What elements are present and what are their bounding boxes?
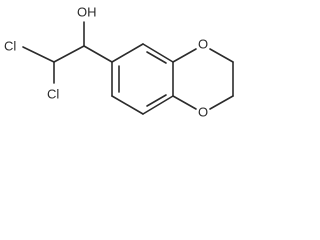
bond-ring-d bbox=[142, 95, 174, 115]
molecule-drawing: OH Cl Cl O O bbox=[4, 4, 234, 119]
bond-ring-o-lower bbox=[172, 95, 197, 110]
bond-c1-c2 bbox=[53, 45, 85, 63]
bond-ring-a bbox=[111, 43, 144, 63]
bond-o-lower-ch2 bbox=[209, 95, 234, 110]
atom-label-ring-oxygen-upper: O bbox=[198, 36, 208, 51]
atom-label-chlorine-upper: Cl bbox=[4, 38, 16, 53]
atom-label-hydroxyl: OH bbox=[77, 4, 97, 19]
atom-label-chlorine-lower: Cl bbox=[47, 86, 59, 101]
bond-ring-o-upper bbox=[172, 48, 197, 63]
bond-c2-cl-upper bbox=[22, 46, 55, 63]
atom-label-ring-oxygen-lower: O bbox=[198, 104, 208, 119]
bond-o-upper-ch2 bbox=[209, 48, 234, 63]
bond-c1-ring bbox=[83, 45, 113, 63]
bond-ring-e bbox=[111, 95, 144, 115]
bond-ring-double-2 bbox=[146, 94, 167, 107]
bond-ring-b bbox=[142, 43, 174, 63]
bond-ring-double-1 bbox=[146, 51, 167, 64]
chemical-structure-diagram: OH Cl Cl O O bbox=[0, 0, 260, 138]
